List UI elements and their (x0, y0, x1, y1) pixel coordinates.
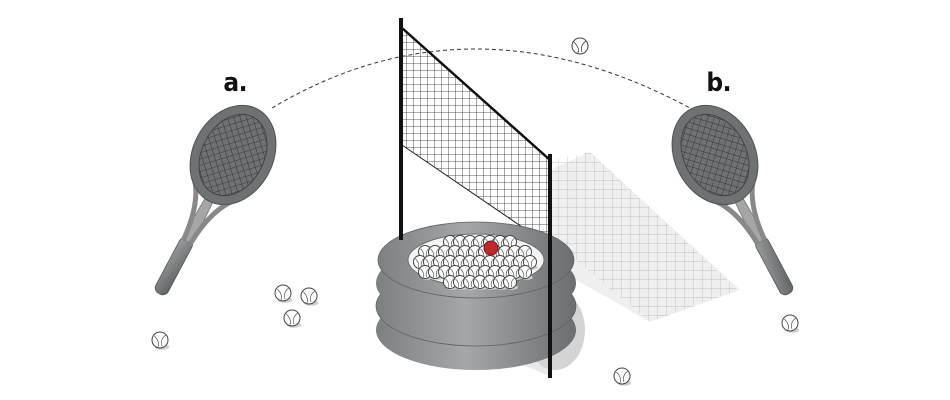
tennis-ball-icon (453, 275, 468, 290)
tennis-ball-icon (493, 275, 508, 290)
tennis-net-icon (401, 26, 551, 247)
pool-balls (413, 235, 538, 290)
label-b: b. (706, 68, 732, 98)
net-shadow-mesh (552, 152, 738, 322)
tennis-ball-icon (283, 309, 302, 328)
tennis-ball-icon (503, 275, 518, 290)
tennis-ball-icon (300, 287, 319, 306)
tennis-ball-icon (428, 265, 443, 280)
tennis-ball-icon (571, 37, 589, 55)
tennis-ball-icon (613, 367, 632, 386)
tennis-racket-icon (671, 104, 794, 296)
label-a: a. (223, 68, 248, 98)
red-ball (483, 240, 499, 256)
tennis-racket-icon (154, 104, 277, 296)
ground-balls (151, 284, 800, 386)
tennis-ball-icon (151, 331, 170, 350)
ball-trajectory-arc (271, 48, 691, 109)
tennis-ball-icon (443, 275, 458, 290)
tennis-ball-icon (518, 265, 533, 280)
tennis-ball-icon (274, 284, 293, 303)
tennis-ball-icon (781, 314, 800, 333)
tennis-ball-icon (418, 265, 433, 280)
ball-pool-icon (375, 221, 585, 370)
tennis-ball-icon (483, 275, 498, 290)
